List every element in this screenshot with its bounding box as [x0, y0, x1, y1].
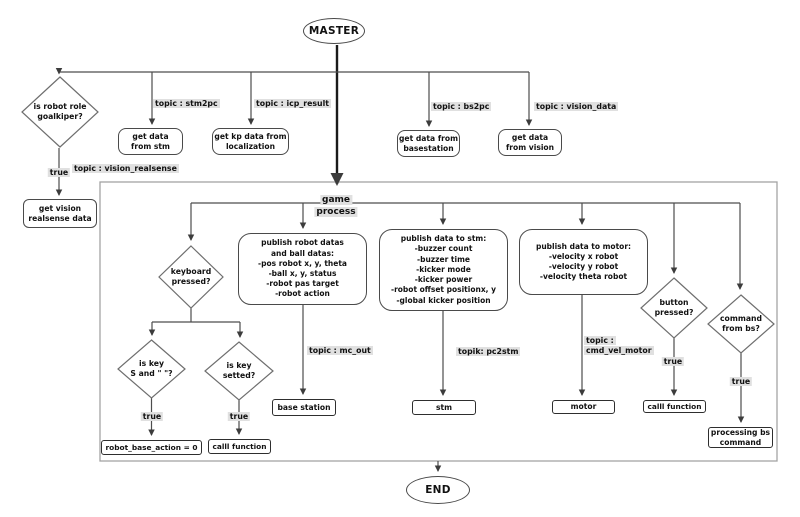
end-label: END: [425, 484, 451, 496]
topic-mc-out-text: topic : mc_out: [307, 346, 373, 355]
key-setted-question-label: is key setted?: [222, 361, 256, 380]
motor-box: motor: [552, 400, 615, 414]
topic-stm2pc-label: topic : stm2pc: [153, 99, 220, 109]
get-data-from-stm-box: get data from stm: [118, 128, 183, 155]
get-data-from-basestation-label: get data from basestation: [399, 133, 458, 153]
get-data-from-vision-label: get data from vision: [505, 132, 555, 152]
call-function-left-label: calll function: [212, 441, 267, 451]
keyboard-decision-diamond: [158, 245, 224, 309]
game-process-text: game process: [314, 195, 358, 217]
key-s-question-label: is key S and " "?: [130, 359, 173, 378]
stm-box: stm: [412, 400, 476, 415]
key-s-true-text: true: [140, 412, 164, 421]
get-kp-data-label: get kp data from localization: [214, 131, 287, 151]
end-node: END: [406, 476, 470, 504]
topic-cmd-vel-motor-label: topic : cmd_vel_motor: [584, 336, 654, 356]
keyboard-question-label: keyboard pressed?: [170, 267, 212, 286]
topic-vision-realsense-text: topic : vision_realsense: [72, 164, 179, 173]
robot-base-action-label: robot_base_action = 0: [105, 442, 198, 452]
processing-bs-command-label: processing bs command: [710, 428, 771, 447]
call-function-right-box: calll function: [643, 400, 706, 413]
publish-data-to-stm-box: publish data to stm: -buzzer count -buzz…: [379, 229, 508, 311]
game-process-title: game process: [314, 195, 358, 218]
key-s-decision-diamond: [117, 339, 186, 399]
goalkeeper-question-label: is robot role goalkiper?: [33, 102, 87, 121]
call-function-left-box: calll function: [208, 439, 271, 454]
robot-base-action-box: robot_base_action = 0: [101, 440, 202, 455]
base-station-label: base station: [277, 402, 331, 412]
topic-bs2pc-label: topic : bs2pc: [431, 102, 492, 112]
base-station-box: base station: [272, 399, 336, 416]
topic-vision-data-label: topic : vision_data: [534, 102, 619, 112]
topic-pc2stm-label: topik: pc2stm: [456, 347, 521, 357]
get-kp-data-box: get kp data from localization: [212, 128, 289, 155]
topic-vision-data-text: topic : vision_data: [534, 102, 619, 111]
connector-lines: [55, 45, 745, 472]
motor-label: motor: [570, 402, 597, 412]
command-question-label: command from bs?: [719, 314, 763, 333]
key-setted-true-text: true: [227, 412, 251, 421]
get-data-from-stm-label: get data from stm: [131, 131, 170, 151]
button-true-label: true: [661, 357, 685, 367]
topic-vision-realsense-label: topic : vision_realsense: [72, 164, 179, 174]
topic-pc2stm-text: topik: pc2stm: [456, 347, 521, 356]
button-true-text: true: [661, 357, 685, 366]
topic-icp-result-text: topic : icp_result: [254, 99, 332, 108]
key-setted-decision-diamond: [204, 341, 274, 401]
get-vision-realsense-box: get vision realsense data: [23, 199, 97, 228]
call-function-right-label: calll function: [647, 401, 702, 411]
publish-data-to-motor-label: publish data to motor: -velocity x robot…: [535, 241, 632, 282]
button-question-label: button pressed?: [654, 298, 694, 317]
key-setted-true-label: true: [227, 412, 251, 422]
publish-data-to-stm-label: publish data to stm: -buzzer count -buzz…: [390, 234, 497, 305]
publish-data-to-motor-box: publish data to motor: -velocity x robot…: [519, 229, 648, 295]
publish-robot-datas-label: publish robot datas and ball datas: -pos…: [257, 238, 347, 299]
goalkeeper-decision-diamond: [21, 76, 99, 148]
topic-stm2pc-text: topic : stm2pc: [153, 99, 220, 108]
publish-robot-datas-box: publish robot datas and ball datas: -pos…: [238, 233, 367, 305]
topic-icp-result-label: topic : icp_result: [254, 99, 332, 109]
key-s-true-label: true: [140, 412, 164, 422]
button-decision-diamond: [640, 277, 708, 339]
master-node: MASTER: [303, 18, 365, 44]
goalkeeper-true-label: true: [47, 168, 71, 178]
processing-bs-command-box: processing bs command: [708, 427, 773, 448]
get-data-from-basestation-box: get data from basestation: [397, 130, 460, 157]
command-true-text: true: [729, 377, 753, 386]
get-vision-realsense-label: get vision realsense data: [28, 203, 92, 223]
topic-bs2pc-text: topic : bs2pc: [431, 102, 492, 111]
topic-mc-out-label: topic : mc_out: [307, 346, 373, 356]
goalkeeper-true-text: true: [47, 168, 71, 177]
topic-cmd-vel-motor-text: topic : cmd_vel_motor: [584, 336, 654, 355]
command-decision-diamond: [707, 294, 775, 354]
get-data-from-vision-box: get data from vision: [498, 129, 562, 156]
master-label: MASTER: [308, 25, 360, 37]
stm-label: stm: [435, 402, 453, 412]
command-true-label: true: [729, 377, 753, 387]
